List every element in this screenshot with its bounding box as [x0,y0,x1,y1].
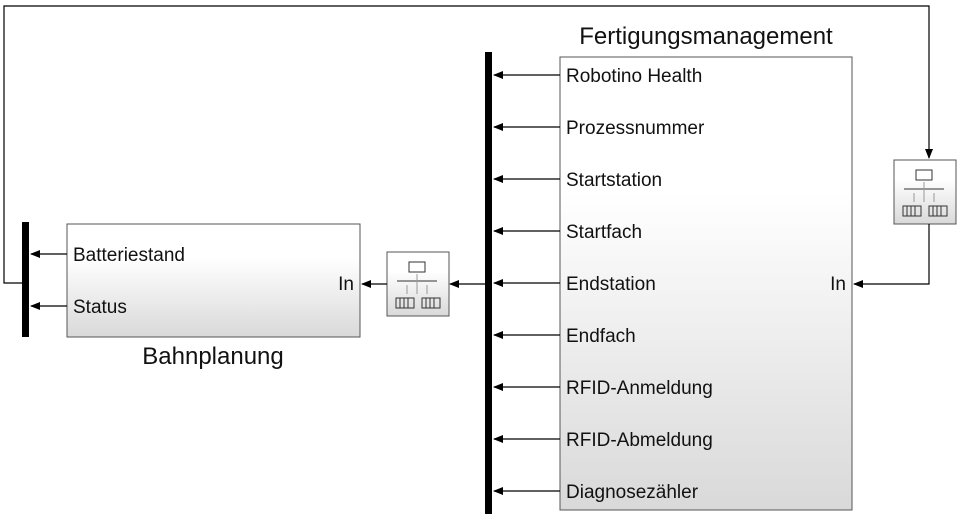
rate-transition-icon [395,261,441,309]
fertigung-output-8: Diagnosezähler [566,482,699,503]
fertigung-title: Fertigungsmanagement [579,23,833,50]
bahnplanung-output-0: Batteriestand [73,245,185,266]
bahnplanung-body[interactable] [66,223,361,338]
bahnplanung-output-signals [30,250,67,310]
fertigung-output-6: RFID-Anmeldung [566,378,713,399]
fertigung-output-0: Robotino Health [566,66,702,87]
fertigung-output-4: Endstation [566,274,656,295]
right-rate-transition-block[interactable] [893,159,957,225]
bahnplanung-output-1: Status [73,297,127,318]
fertigung-output-2: Startstation [566,170,662,191]
bahnplanung-title: Bahnplanung [142,343,283,370]
left-rate-transition-block[interactable] [386,251,450,317]
left-bus-bar[interactable] [22,222,29,337]
bahnplanung-input-port: In [338,274,354,295]
feedback-line[interactable] [3,5,933,284]
fertigung-output-ports: Robotino HealthProzessnummerStartstation… [566,66,713,503]
fertigung-output-signals [493,71,560,495]
rate-transition-icon [902,169,948,217]
fertigung-output-1: Prozessnummer [566,118,705,139]
converter-to-fertigung-line[interactable] [853,224,930,288]
fertigung-output-5: Endfach [566,326,636,347]
fertigung-block[interactable]: Fertigungsmanagement In Robotino HealthP… [559,23,853,511]
bus-selector-bar[interactable] [485,52,492,514]
fertigung-output-3: Startfach [566,222,642,243]
fertigung-output-7: RFID-Abmeldung [566,430,713,451]
fertigung-body[interactable] [559,56,853,511]
fertigung-input-port: In [830,274,846,295]
